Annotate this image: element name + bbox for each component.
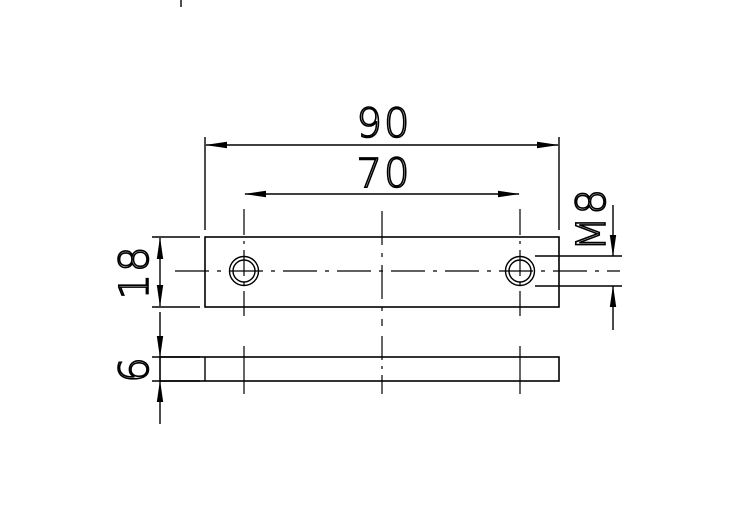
dimension-label-90: 90 — [357, 101, 412, 147]
dimension-plate-width — [152, 236, 200, 308]
dimension-overall-length — [204, 137, 560, 230]
plate-side-outline — [159, 356, 560, 382]
dimension-thread-size — [535, 205, 622, 330]
right-hole — [504, 209, 536, 316]
dimension-label-18: 18 — [112, 245, 158, 300]
dimension-label-6: 6 — [112, 355, 158, 382]
dimension-label-70: 70 — [357, 151, 412, 197]
dimension-label-m8: M8 — [569, 187, 615, 251]
left-hole — [228, 209, 260, 316]
top-view — [175, 209, 620, 326]
side-view — [159, 336, 560, 394]
